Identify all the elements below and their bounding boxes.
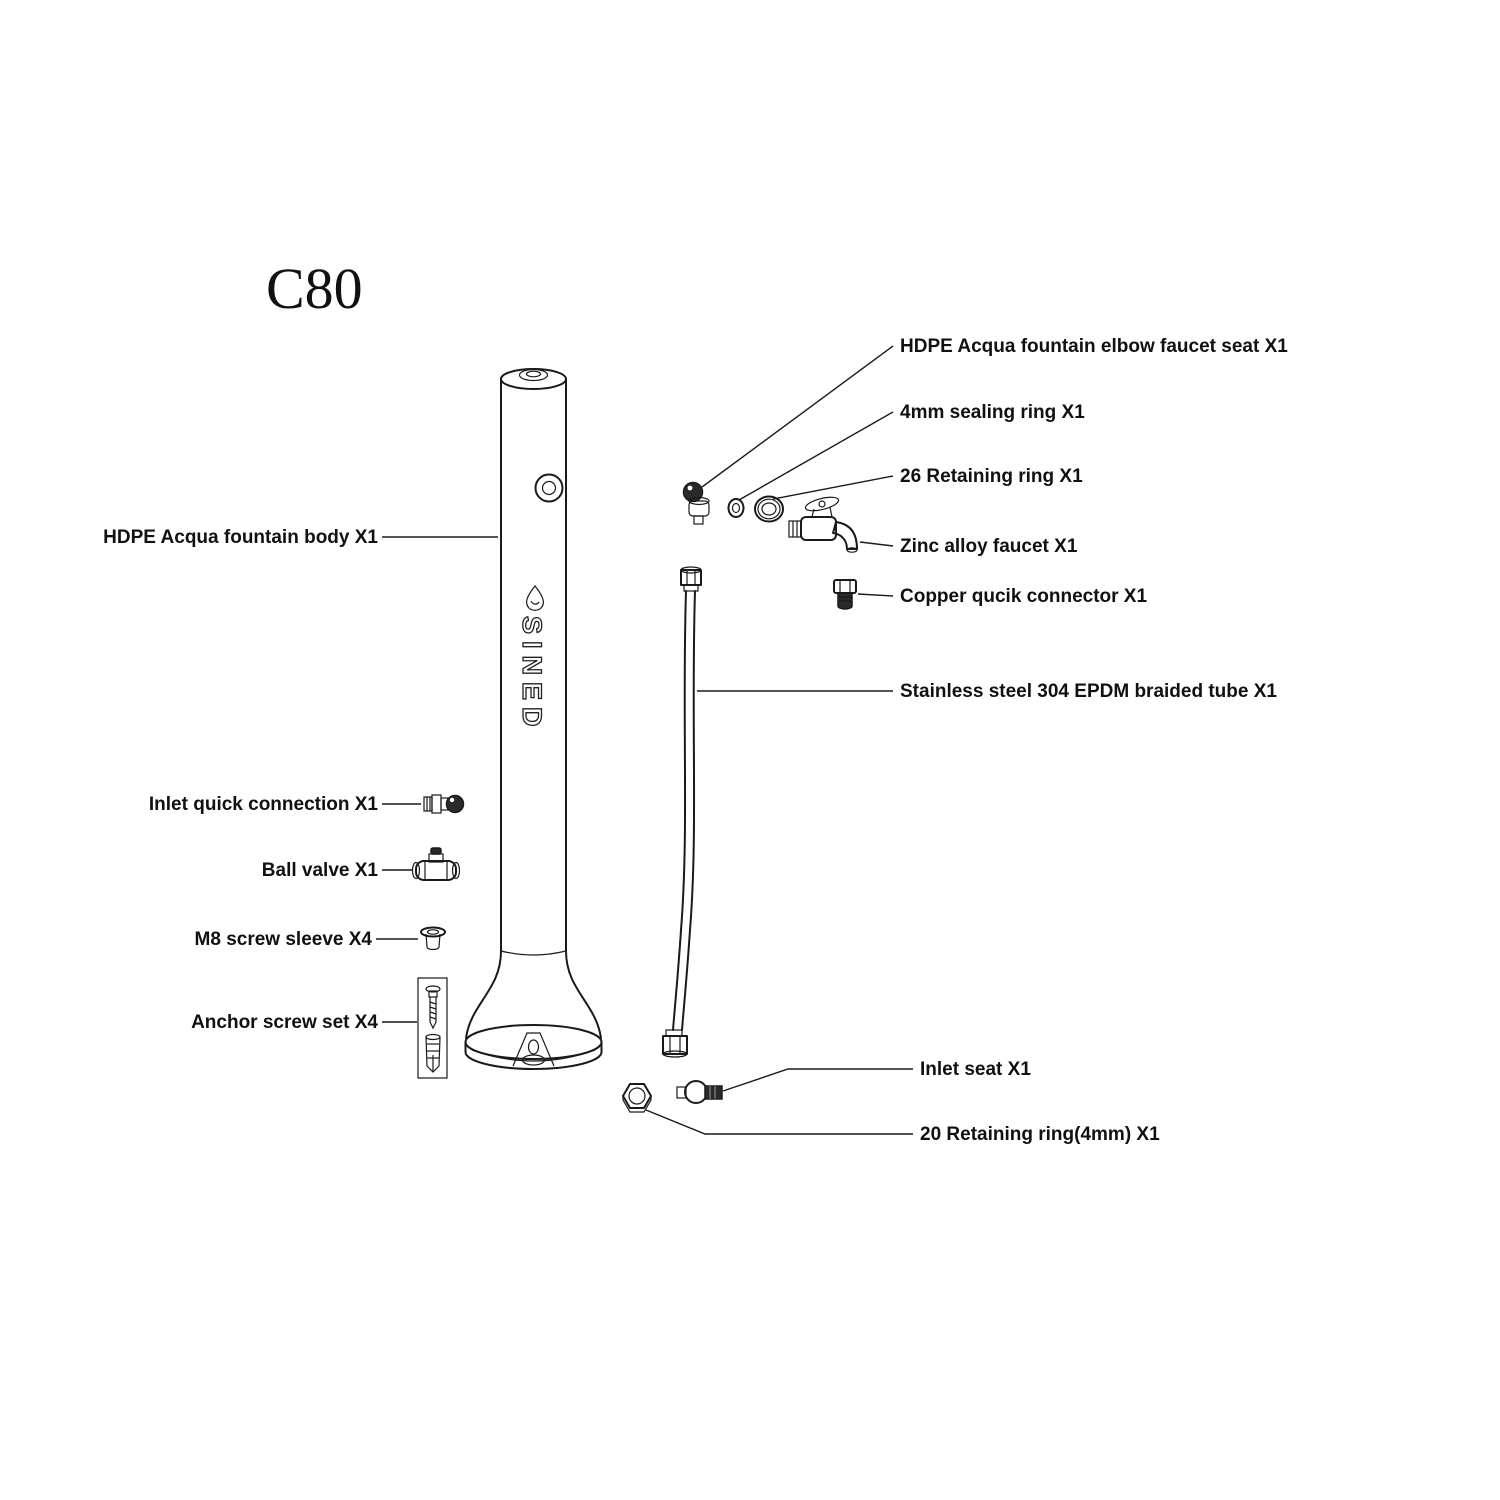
- zinc-alloy-faucet-part: [788, 496, 858, 553]
- label-elbow-faucet-seat: HDPE Acqua fountain elbow faucet seat X1: [900, 336, 1288, 357]
- braided-tube-part: [662, 566, 702, 1058]
- anchor-screw-set-part: [417, 977, 448, 1079]
- body-faucet-port: [534, 473, 564, 503]
- label-retaining-ring-20: 20 Retaining ring(4mm) X1: [920, 1124, 1160, 1145]
- m8-screw-sleeve-part: [420, 926, 446, 951]
- label-copper-quick-connector: Copper qucik connector X1: [900, 586, 1147, 607]
- label-m8-screw-sleeve: M8 screw sleeve X4: [195, 929, 373, 950]
- sined-logo: SINED: [516, 585, 548, 734]
- retaining-ring-26-part: [754, 495, 784, 523]
- label-fountain-body: HDPE Acqua fountain body X1: [103, 527, 378, 548]
- copper-quick-connector-part: [833, 579, 857, 610]
- label-inlet-seat: Inlet seat X1: [920, 1059, 1031, 1080]
- label-anchor-screw-set: Anchor screw set X4: [191, 1012, 378, 1033]
- label-sealing-ring: 4mm sealing ring X1: [900, 402, 1085, 423]
- model-title: C80: [266, 256, 363, 321]
- elbow-faucet-seat-part: [682, 481, 710, 525]
- ball-valve-part: [411, 847, 461, 881]
- retaining-ring-20-part: [622, 1083, 652, 1113]
- sined-logo-icon: [525, 585, 545, 611]
- label-retaining-ring-26: 26 Retaining ring X1: [900, 466, 1083, 487]
- label-inlet-quick-connection: Inlet quick connection X1: [149, 794, 379, 815]
- part-labels: HDPE Acqua fountain body X1 Inlet quick …: [103, 336, 1288, 1145]
- inlet-seat-part: [676, 1080, 723, 1104]
- label-braided-tube: Stainless steel 304 EPDM braided tube X1: [900, 681, 1277, 702]
- fountain-body-drawing: SINED: [464, 368, 603, 1070]
- brand-text: SINED: [517, 616, 547, 734]
- leader-lines: [376, 345, 913, 1135]
- inlet-quick-connection-part: [423, 794, 465, 814]
- base-drain-detail: [512, 1032, 555, 1067]
- label-ball-valve: Ball valve X1: [262, 860, 379, 881]
- label-zinc-alloy-faucet: Zinc alloy faucet X1: [900, 536, 1078, 557]
- sealing-ring-part: [727, 498, 745, 518]
